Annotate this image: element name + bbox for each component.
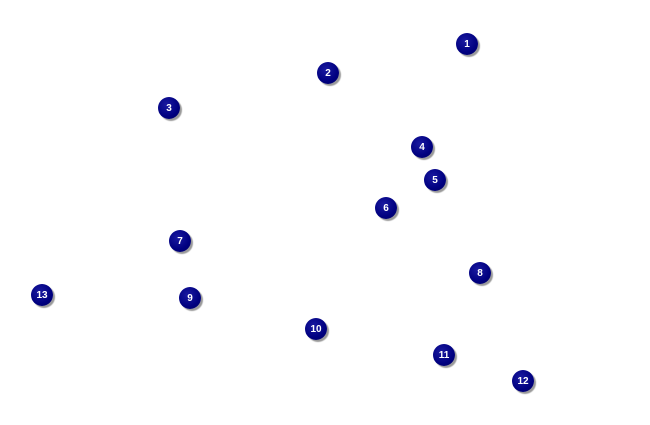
numbered-marker-5[interactable]: 5 — [424, 169, 446, 191]
numbered-marker-8[interactable]: 8 — [469, 262, 491, 284]
numbered-marker-7[interactable]: 7 — [169, 230, 191, 252]
numbered-marker-2[interactable]: 2 — [317, 62, 339, 84]
numbered-marker-11[interactable]: 11 — [433, 344, 455, 366]
numbered-marker-3[interactable]: 3 — [158, 97, 180, 119]
numbered-marker-6[interactable]: 6 — [375, 197, 397, 219]
numbered-marker-10[interactable]: 10 — [305, 318, 327, 340]
numbered-marker-4[interactable]: 4 — [411, 136, 433, 158]
numbered-marker-12[interactable]: 12 — [512, 370, 534, 392]
numbered-marker-13[interactable]: 13 — [31, 284, 53, 306]
numbered-marker-1[interactable]: 1 — [456, 33, 478, 55]
numbered-marker-9[interactable]: 9 — [179, 287, 201, 309]
